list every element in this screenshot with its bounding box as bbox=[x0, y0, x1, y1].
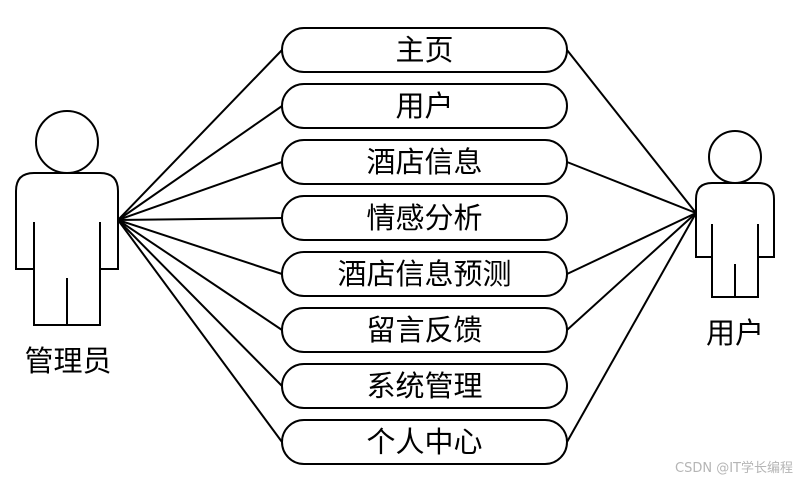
use-case-label: 系统管理 bbox=[366, 369, 482, 403]
association-user-home bbox=[566, 49, 697, 214]
association-admin-hotel-info bbox=[117, 161, 283, 221]
use-case-users: 用户 bbox=[281, 83, 568, 129]
use-case-label: 个人中心 bbox=[366, 425, 482, 459]
association-admin-system-mgmt bbox=[117, 219, 283, 387]
actor-user-label: 用户 bbox=[706, 316, 764, 350]
use-case-shape bbox=[281, 307, 568, 353]
use-case-sentiment: 情感分析 bbox=[281, 195, 568, 241]
use-case-shape bbox=[281, 195, 568, 241]
use-case-label: 留言反馈 bbox=[366, 313, 482, 347]
association-admin-sentiment bbox=[117, 217, 283, 221]
association-user-profile bbox=[566, 212, 697, 443]
association-user-hotel-forecast bbox=[566, 212, 697, 275]
actor-admin-label: 管理员 bbox=[24, 344, 111, 378]
use-case-label: 酒店信息预测 bbox=[337, 257, 511, 291]
use-case-label: 主页 bbox=[395, 33, 453, 67]
association-admin-feedback bbox=[117, 219, 283, 331]
association-lines bbox=[117, 49, 697, 443]
use-case-label: 用户 bbox=[395, 89, 453, 123]
use-case-shape bbox=[281, 139, 568, 185]
association-admin-profile bbox=[117, 219, 283, 443]
use-case-feedback: 留言反馈 bbox=[281, 307, 568, 353]
use-case-shape bbox=[281, 83, 568, 129]
use-case-hotel-forecast: 酒店信息预测 bbox=[281, 251, 568, 297]
actor-user-head bbox=[708, 130, 762, 184]
use-case-label: 酒店信息 bbox=[366, 145, 482, 179]
use-case-shape bbox=[281, 363, 568, 409]
association-admin-hotel-forecast bbox=[117, 219, 283, 275]
association-admin-users bbox=[117, 105, 283, 221]
use-case-label: 情感分析 bbox=[366, 201, 482, 235]
association-admin-home bbox=[117, 49, 283, 221]
use-case-hotel-info: 酒店信息 bbox=[281, 139, 568, 185]
actor-admin-head bbox=[35, 110, 99, 174]
use-case-shape bbox=[281, 251, 568, 297]
use-case-shape bbox=[281, 419, 568, 465]
watermark: CSDN @IT学长编程 bbox=[675, 460, 793, 476]
actor-admin-body bbox=[15, 172, 119, 326]
actor-user: 用户 bbox=[695, 130, 775, 350]
actor-user-body bbox=[695, 182, 775, 298]
use-case-system-mgmt: 系统管理 bbox=[281, 363, 568, 409]
actor-admin: 管理员 bbox=[15, 110, 119, 378]
use-case-shape bbox=[281, 27, 568, 73]
use-case-home: 主页 bbox=[281, 27, 568, 73]
association-user-hotel-info bbox=[566, 161, 697, 214]
use-case-profile: 个人中心 bbox=[281, 419, 568, 465]
association-user-feedback bbox=[566, 212, 697, 331]
